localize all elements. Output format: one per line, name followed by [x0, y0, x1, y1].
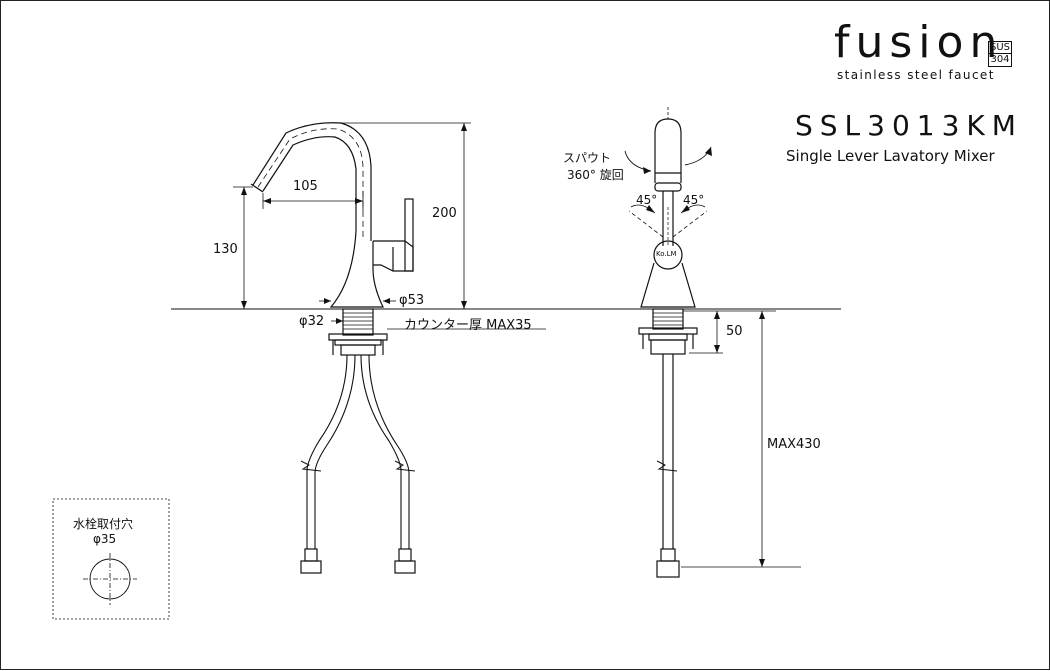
rotation-arrow-left — [624, 150, 652, 172]
aerator — [654, 182, 682, 192]
front-spout — [654, 118, 682, 183]
mounting-hole-box — [52, 498, 170, 620]
faucet-body — [329, 230, 384, 308]
material-badge: SUS 304 — [988, 41, 1012, 67]
rotation-label-line1: スパウト — [563, 151, 612, 165]
product-description: Single Lever Lavatory Mixer — [786, 147, 995, 165]
dim-counter-thickness: カウンター厚 MAX35 — [404, 318, 532, 333]
nut — [340, 344, 376, 356]
side-dimensions — [233, 122, 546, 330]
spout-centerline — [257, 128, 364, 237]
dim-spout-height: 130 — [213, 242, 238, 257]
shank — [342, 308, 374, 336]
fitting-right — [398, 548, 412, 562]
brand-logo: fusion — [834, 17, 1004, 68]
rotation-arrow-right — [684, 146, 712, 166]
cap-mark: Ko.LM — [656, 250, 677, 258]
faucet-front-view — [624, 107, 712, 578]
lock-plate — [334, 339, 382, 346]
rotation-label-line2: 360° 旋回 — [567, 168, 624, 182]
badge-top: SUS — [989, 42, 1011, 54]
mounting-hole-diameter: φ35 — [93, 532, 117, 546]
dim-spout-reach: 105 — [293, 179, 318, 194]
lever-base — [373, 240, 414, 272]
brand-tagline: stainless steel faucet — [837, 68, 995, 82]
lever-cap — [653, 240, 683, 270]
front-body — [640, 262, 696, 308]
lever-handle — [404, 198, 414, 272]
badge-bottom: 304 — [990, 54, 1010, 65]
hose-right — [360, 354, 402, 549]
lever-angle-left: 45° — [636, 193, 658, 207]
dim-under-length: 50 — [726, 324, 743, 339]
hose-left — [306, 354, 348, 549]
dim-base-diameter: φ53 — [399, 293, 425, 308]
dim-hose-length: MAX430 — [767, 437, 821, 452]
dim-total-height: 200 — [432, 206, 457, 221]
faucet-side-view — [250, 122, 416, 574]
spout-inner — [262, 136, 357, 231]
spout-outlet — [250, 183, 264, 193]
dim-shank-diameter: φ32 — [299, 314, 325, 329]
lever-angle-right: 45° — [683, 193, 705, 207]
mounting-hole-title: 水栓取付穴 — [73, 517, 134, 531]
fitting-left — [304, 548, 318, 562]
model-number: SSL3013KM — [795, 109, 1023, 142]
